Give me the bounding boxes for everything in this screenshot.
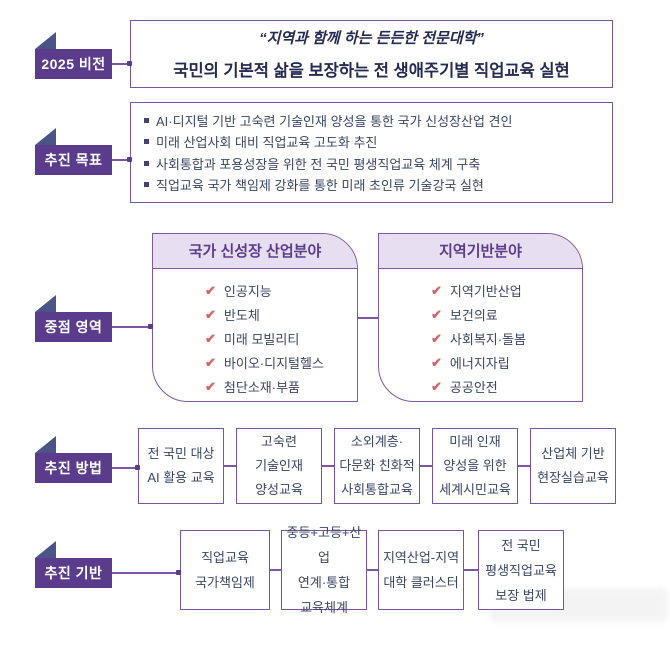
panel-regional-base: 지역기반분야 ✔ 지역기반산업 ✔ 보건의료 ✔ 사회복지·돌봄 ✔ 에너지자립… [378,233,583,402]
goal-item-text: AI·디지털 기반 고숙련 기술인재 양성을 통한 국가 신성장산업 견인 [156,114,513,130]
foundations-tag-label: 추진 기반 [44,565,103,581]
bullet-square-icon [144,118,149,124]
check-icon: ✔ [205,355,216,370]
panel-regional-base-body: ✔ 지역기반산업 ✔ 보건의료 ✔ 사회복지·돌봄 ✔ 에너지자립 ✔ 공공안전 [379,269,582,399]
panel-title: 지역기반분야 [439,243,522,261]
vision-box: “지역과 함께 하는 든든한 전문대학” 국민의 기본적 삶을 보장하는 전 생… [130,20,613,88]
focus-tag-label: 중점 영역 [44,319,103,335]
goal-item-text: 사회통합과 포용성장을 위한 전 국민 평생직업교육 체계 구축 [156,156,481,172]
focus-item-text: 첨단소재·부품 [223,380,300,395]
methods-connector-line [111,467,139,469]
goals-tag-fold-icon [35,128,56,145]
focus-item-text: 보건의료 [449,308,498,323]
check-icon: ✔ [431,355,442,370]
vision-quote: “지역과 함께 하는 든든한 전문대학” [259,30,484,47]
focus-item: ✔ 보건의료 [431,303,582,327]
check-icon: ✔ [431,331,442,346]
method-link-line [518,465,530,467]
focus-item: ✔ 지역기반산업 [431,279,582,303]
focus-item: ✔ 미래 모빌리티 [205,327,357,351]
bullet-square-icon [144,160,149,166]
check-icon: ✔ [431,307,442,322]
foundation-box: 중등+고등+산업 연계·통합 교육체계 [281,525,367,615]
foundations-tag-fold-icon [35,541,56,558]
focus-item-text: 에너지자립 [449,356,510,371]
focus-item: ✔ 공공안전 [431,375,582,399]
focus-item-text: 지역기반산업 [449,284,522,299]
check-icon: ✔ [431,379,442,394]
method-link-line [322,465,334,467]
method-box: 소외계층· 다문화 친화적 사회통합교육 [334,428,420,504]
vision-tag-label: 2025 비전 [41,56,106,72]
check-icon: ✔ [205,331,216,346]
focus-item-text: 사회복지·돌봄 [449,332,526,347]
method-box: 미래 인재 양성을 위한 세계시민교육 [432,428,518,504]
vision-headline: 국민의 기본적 삶을 보장하는 전 생애주기별 직업교육 실현 [173,62,570,80]
focus-item-text: 인공지능 [223,284,272,299]
bullet-square-icon [144,181,149,187]
focus-panels-connector-line [357,317,379,319]
foundation-link-line [270,569,281,571]
focus-tag-fold-icon [35,295,56,312]
vision-connector-dot [127,61,132,66]
focus-item-text: 바이오·디지털헬스 [223,356,324,371]
goals-connector-line [111,159,130,161]
check-icon: ✔ [431,283,442,298]
method-box: 산업체 기반 현장실습교육 [530,428,616,504]
foundation-link-line [367,569,378,571]
foundations-tag: 추진 기반 [35,558,112,588]
focus-connector-line [111,326,152,328]
goal-item: 미래 산업사회 대비 직업교육 고도화 추진 [144,132,602,151]
foundations-connector-dot [176,570,181,575]
focus-item: ✔ 첨단소재·부품 [205,375,357,399]
focus-item: ✔ 에너지자립 [431,351,582,375]
goals-tag: 추진 목표 [35,145,112,175]
focus-item: ✔ 반도체 [205,303,357,327]
bullet-square-icon [144,139,149,145]
check-icon: ✔ [205,379,216,394]
goals-connector-dot [127,157,132,162]
check-icon: ✔ [205,307,216,322]
focus-tag: 중점 영역 [35,312,112,342]
focus-item: ✔ 인공지능 [205,279,357,303]
panel-national-growth-body: ✔ 인공지능 ✔ 반도체 ✔ 미래 모빌리티 ✔ 바이오·디지털헬스 ✔ 첨단소… [153,269,357,399]
focus-connector-dot [148,324,153,329]
vision-tag: 2025 비전 [35,49,112,79]
goals-tag-label: 추진 목표 [44,152,103,168]
focus-item-text: 공공안전 [449,380,498,395]
method-box: 전 국민 대상 AI 활용 교육 [138,428,224,504]
panel-national-growth-header: 국가 신성장 산업분야 [153,234,357,269]
goal-item: 직업교육 국가 책임제 강화를 통한 미래 초인류 기술강국 실현 [144,175,602,194]
panel-title: 국가 신성장 산업분야 [188,243,322,261]
method-link-line [224,465,236,467]
foundation-box: 지역산업-지역 대학 클러스터 [378,530,464,610]
foundation-box: 직업교육 국가책임제 [180,530,270,610]
goal-item-text: 직업교육 국가 책임제 강화를 통한 미래 초인류 기술강국 실현 [156,177,484,193]
vision-connector-line [111,63,130,65]
foundations-connector-line [111,572,182,574]
foundation-box: 전 국민 평생직업교육 보장 법제 [478,530,564,610]
goal-item: AI·디지털 기반 고숙련 기술인재 양성을 통한 국가 신성장산업 견인 [144,111,602,130]
check-icon: ✔ [205,283,216,298]
methods-tag-label: 추진 방법 [44,460,103,476]
methods-tag: 추진 방법 [35,453,112,483]
vision-tag-fold-icon [35,32,56,49]
panel-regional-base-header: 지역기반분야 [379,234,582,269]
methods-connector-dot [135,465,140,470]
method-box: 고숙련 기술인재 양성교육 [236,428,322,504]
method-link-line [420,465,432,467]
panel-national-growth: 국가 신성장 산업분야 ✔ 인공지능 ✔ 반도체 ✔ 미래 모빌리티 ✔ 바이오… [152,233,358,402]
focus-item-text: 반도체 [223,308,260,323]
goals-box: AI·디지털 기반 고숙련 기술인재 양성을 통한 국가 신성장산업 견인 미래… [130,102,613,203]
focus-item-text: 미래 모빌리티 [223,332,300,347]
foundation-link-line [464,569,478,571]
goal-item-text: 미래 산업사회 대비 직업교육 고도화 추진 [156,135,378,151]
methods-tag-fold-icon [35,436,56,453]
goal-item: 사회통합과 포용성장을 위한 전 국민 평생직업교육 체계 구축 [144,154,602,173]
focus-item: ✔ 바이오·디지털헬스 [205,351,357,375]
focus-item: ✔ 사회복지·돌봄 [431,327,582,351]
